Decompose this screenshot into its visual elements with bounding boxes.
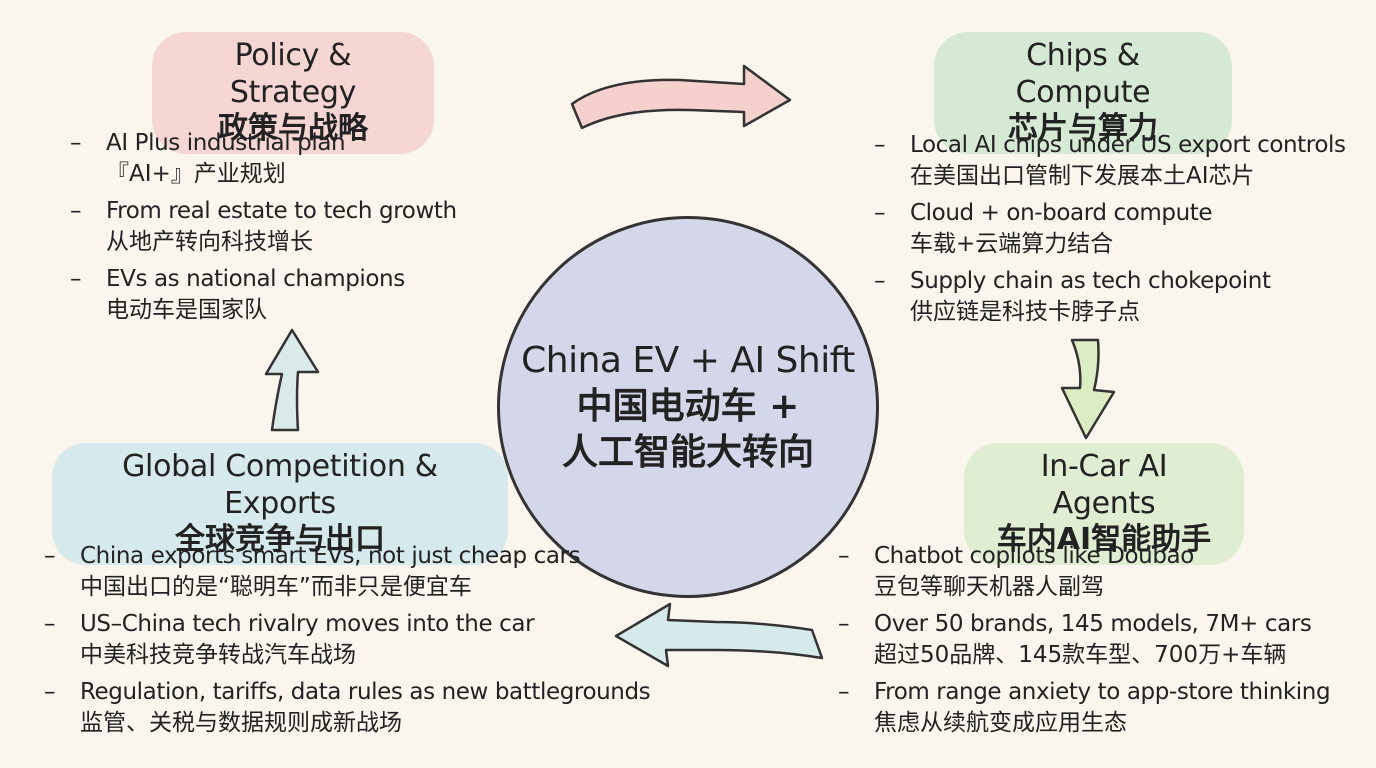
incar-ai-heading: In-Car AI Agents 车内AI智能助手 — [964, 443, 1244, 565]
policy-list: – AI Plus industrial plan 『AI+』产业规划 – Fr… — [70, 128, 490, 332]
item-en: From range anxiety to app-store thinking — [874, 679, 1331, 705]
chips-list: – Local AI chips under US export control… — [874, 130, 1364, 334]
arrow-policy-to-chips — [570, 64, 792, 130]
list-item: – Supply chain as tech chokepoint 供应链是科技… — [874, 266, 1364, 328]
item-zh: 豆包等聊天机器人副驾 — [874, 574, 1104, 600]
list-item: – From real estate to tech growth 从地产转向科… — [70, 196, 490, 258]
global-title-en: Global Competition & Exports — [122, 449, 438, 521]
item-zh: 电动车是国家队 — [106, 297, 267, 323]
list-item: – Regulation, tariffs, data rules as new… — [44, 677, 684, 739]
item-zh: 『AI+』产业规划 — [106, 161, 286, 187]
arrow-global-to-policy — [264, 328, 320, 432]
list-item: – Over 50 brands, 145 models, 7M+ cars 超… — [838, 609, 1358, 671]
bullet-dash: – — [838, 679, 850, 705]
list-item: – US–China tech rivalry moves into the c… — [44, 609, 684, 671]
policy-title-en: Policy & Strategy — [229, 38, 357, 110]
global-competition-heading: Global Competition & Exports 全球竞争与出口 — [52, 443, 508, 565]
item-zh: 供应链是科技卡脖子点 — [910, 299, 1140, 325]
item-en: US–China tech rivalry moves into the car — [80, 611, 535, 637]
item-en: Chatbot copilots like Doubao — [874, 543, 1194, 569]
list-item: – From range anxiety to app-store thinki… — [838, 677, 1358, 739]
item-en: From real estate to tech growth — [106, 198, 457, 224]
incar-list: – Chatbot copilots like Doubao 豆包等聊天机器人副… — [838, 541, 1358, 745]
item-en: Regulation, tariffs, data rules as new b… — [80, 679, 651, 705]
global-list: – China exports smart EVs, not just chea… — [44, 541, 684, 745]
item-zh: 超过50品牌、145款车型、700万+车辆 — [874, 642, 1287, 668]
bullet-dash: – — [838, 611, 850, 637]
item-en: Cloud + on-board compute — [910, 200, 1213, 226]
chips-compute-heading: Chips & Compute 芯片与算力 — [934, 32, 1232, 154]
bullet-dash: – — [874, 200, 886, 226]
chips-title-en: Chips & Compute — [1015, 38, 1151, 110]
bullet-dash: – — [44, 679, 56, 705]
list-item: – Chatbot copilots like Doubao 豆包等聊天机器人副… — [838, 541, 1358, 603]
item-zh: 从地产转向科技增长 — [106, 229, 313, 255]
policy-title-zh: 政策与战略 — [218, 111, 368, 147]
bullet-dash: – — [70, 198, 82, 224]
item-en: Local AI chips under US export controls — [910, 132, 1346, 158]
item-en: EVs as national champions — [106, 266, 405, 292]
incar-title-en: In-Car AI Agents — [1040, 449, 1168, 521]
list-item: – AI Plus industrial plan 『AI+』产业规划 — [70, 128, 490, 190]
item-en: Supply chain as tech chokepoint — [910, 268, 1271, 294]
item-zh: 车载+云端算力结合 — [910, 231, 1114, 257]
bullet-dash: – — [70, 266, 82, 292]
bullet-dash: – — [44, 543, 56, 569]
policy-strategy-heading: Policy & Strategy 政策与战略 — [152, 32, 434, 154]
list-item: – EVs as national champions 电动车是国家队 — [70, 264, 490, 326]
center-title-zh-line2: 人工智能大转向 — [561, 432, 814, 474]
center-circle: China EV + AI Shift 中国电动车 + 人工智能大转向 — [497, 216, 879, 598]
item-zh: 中国出口的是“聪明车”而非只是便宜车 — [80, 574, 472, 600]
bullet-dash: – — [44, 611, 56, 637]
item-zh: 中美科技竞争转战汽车战场 — [80, 642, 356, 668]
bullet-dash: – — [874, 268, 886, 294]
item-zh: 焦虑从续航变成应用生态 — [874, 710, 1127, 736]
center-title-zh-line1: 中国电动车 + — [576, 385, 800, 427]
bullet-dash: – — [70, 130, 82, 156]
list-item: – Cloud + on-board compute 车载+云端算力结合 — [874, 198, 1364, 260]
global-title-zh: 全球竞争与出口 — [175, 522, 385, 558]
list-item: – China exports smart EVs, not just chea… — [44, 541, 684, 603]
incar-title-zh: 车内AI智能助手 — [996, 522, 1212, 558]
item-en: China exports smart EVs, not just cheap … — [80, 543, 581, 569]
chips-title-zh: 芯片与算力 — [1008, 111, 1158, 147]
item-zh: 监管、关税与数据规则成新战场 — [80, 710, 402, 736]
center-title-en: China EV + AI Shift — [521, 339, 855, 381]
arrow-chips-to-incar — [1060, 338, 1116, 440]
list-item: – Local AI chips under US export control… — [874, 130, 1364, 192]
bullet-dash: – — [838, 543, 850, 569]
item-en: AI Plus industrial plan — [106, 130, 346, 156]
bullet-dash: – — [874, 132, 886, 158]
item-en: Over 50 brands, 145 models, 7M+ cars — [874, 611, 1312, 637]
item-zh: 在美国出口管制下发展本土AI芯片 — [910, 163, 1255, 189]
